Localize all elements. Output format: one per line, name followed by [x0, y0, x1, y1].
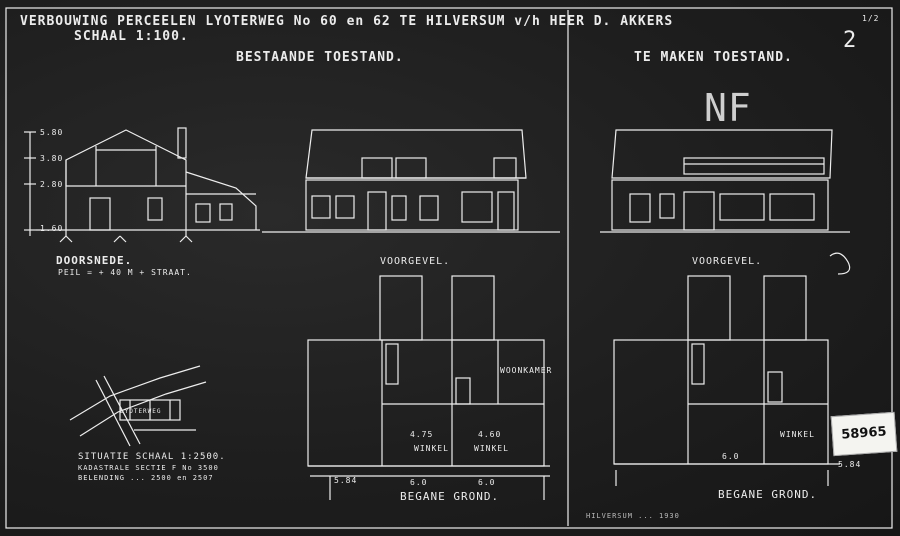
existing-plan [307, 275, 550, 500]
drawing-title: VERBOUWING PERCEELEN LYOTERWEG No 60 en … [20, 14, 674, 29]
drawing-scale: SCHAAL 1:100. [74, 29, 189, 44]
archive-stamp: 58965 [830, 411, 898, 457]
archive-number: 58965 [840, 424, 888, 443]
corner-mark: 1/2 [862, 14, 880, 23]
dimension-label: 5.84 [838, 460, 862, 469]
check-mark-sketch [829, 252, 851, 275]
new-state-heading: TE MAKEN TOESTAND. [634, 50, 793, 65]
dimension-label: 5.84 [334, 476, 358, 485]
dimension-label: 6.0 [478, 478, 496, 487]
room-label: WINKEL [414, 444, 449, 453]
room-label: WINKEL [474, 444, 509, 453]
existing-state-heading: BESTAANDE TOESTAND. [236, 50, 404, 65]
level-label: 1.60 [40, 224, 64, 233]
existing-plan-label: BEGANE GROND. [400, 490, 500, 503]
new-elevation [600, 129, 850, 233]
street-label: LYOTERWEG [120, 408, 162, 415]
level-label: 2.80 [40, 180, 64, 189]
dimension-label: 4.60 [478, 430, 502, 439]
new-plan-label: BEGANE GROND. [718, 488, 818, 501]
section-drawing [24, 127, 260, 243]
existing-elevation [262, 129, 560, 233]
existing-elevation-label: VOORGEVEL. [380, 256, 451, 267]
room-label: WOONKAMER [500, 366, 553, 375]
sheet-initials: NF [704, 86, 752, 130]
dimension-label: 6.0 [410, 478, 428, 487]
situation-sketch [69, 365, 207, 447]
new-elevation-label: VOORGEVEL. [692, 256, 763, 267]
section-note: PEIL = + 40 M + STRAAT. [58, 268, 192, 277]
room-label: WINKEL [780, 430, 815, 439]
footer-note: HILVERSUM ... 1930 [586, 512, 680, 520]
new-plan [613, 275, 840, 486]
sheet-number: 2 [843, 28, 858, 53]
level-label: 3.80 [40, 154, 64, 163]
section-title: DOORSNEDE. [56, 254, 133, 267]
dimension-label: 4.75 [410, 430, 434, 439]
level-label: 5.80 [40, 128, 64, 137]
outer-border [5, 7, 893, 529]
situation-line: KADASTRALE SECTIE F No 3500 [78, 464, 219, 472]
dimension-label: 6.0 [722, 452, 740, 461]
situation-line: BELENDING ... 2500 en 2507 [78, 474, 214, 482]
situation-title: SITUATIE SCHAAL 1:2500. [78, 452, 226, 462]
